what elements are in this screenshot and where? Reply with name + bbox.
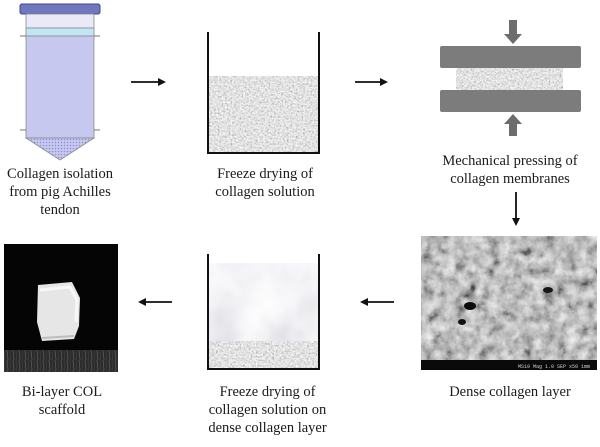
tube-tip	[24, 137, 96, 161]
arrow-down	[512, 192, 520, 226]
arrow-right-1	[131, 78, 166, 86]
caption-bilayer-scaffold: Bi-layer COL scaffold	[21, 384, 103, 418]
tube-band	[25, 27, 95, 37]
freeze-beaker-2	[207, 254, 320, 370]
freeze-foam-2	[209, 341, 318, 368]
scaffold-photo	[4, 244, 118, 372]
caption-collagen-isolation: Collagen isolation from pig Achilles ten…	[7, 166, 113, 218]
mechanical-press	[440, 20, 581, 136]
freeze-foam-1	[209, 76, 318, 152]
caption-freeze-drying-on-dense: Freeze drying of collagen solution on de…	[208, 384, 327, 436]
collagen-tube	[19, 3, 101, 161]
scaffold-sample	[37, 282, 80, 341]
freeze-cloud-layer	[209, 263, 318, 341]
arrow-left-1	[360, 298, 394, 306]
freeze-beaker-1	[207, 32, 320, 154]
press-bottom-plate	[440, 90, 581, 112]
arrow-left-2	[138, 298, 172, 306]
dense-layer-micrograph: MS10 Mag 1.0 SEP x50 1mm	[421, 236, 597, 370]
press-force-bottom	[504, 114, 522, 136]
press-force-top	[504, 20, 522, 44]
press-top-plate	[440, 46, 581, 68]
tube-cap	[19, 3, 101, 15]
tube-neck	[25, 13, 95, 29]
caption-dense-layer: Dense collagen layer	[449, 384, 571, 400]
caption-mechanical-pressing: Mechanical pressing of collagen membrane…	[442, 153, 578, 187]
arrow-right-2	[355, 78, 388, 86]
tube-body	[25, 35, 95, 139]
caption-freeze-drying: Freeze drying of collagen solution	[215, 166, 315, 200]
micrograph-label: MS10 Mag 1.0 SEP x50 1mm	[518, 364, 590, 370]
press-membrane	[456, 68, 563, 90]
